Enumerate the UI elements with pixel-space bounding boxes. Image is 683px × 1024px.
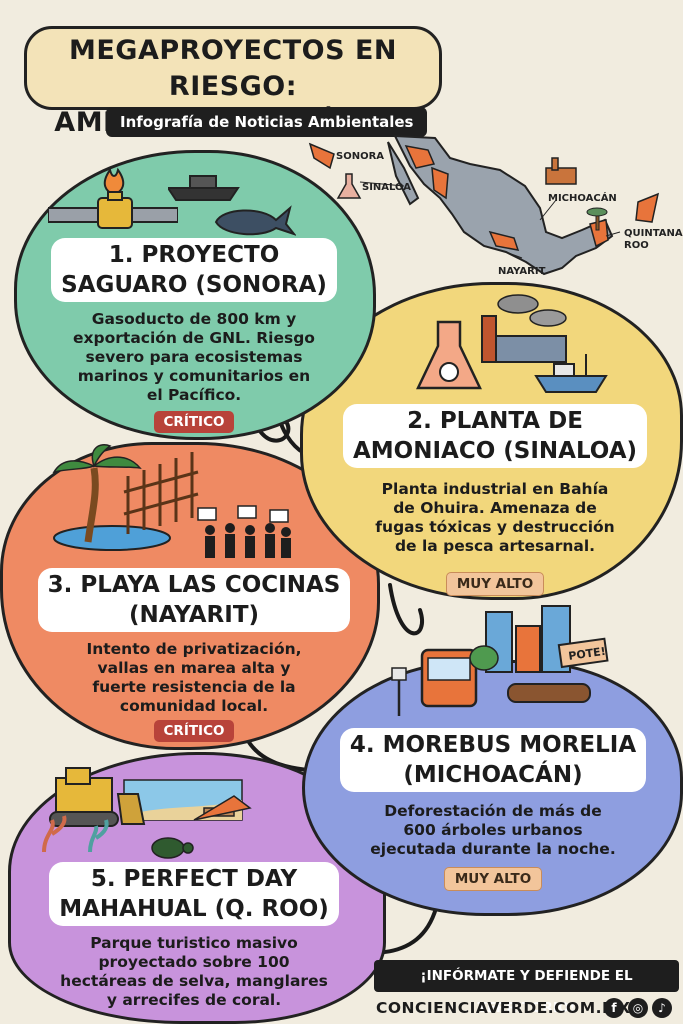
card1-title: 1. PROYECTO SAGUARO (SONORA) <box>51 238 337 302</box>
subtitle: Infografía de Noticias Ambientales <box>106 107 428 137</box>
card1-text-line: marinos y comunitarios en <box>77 367 311 385</box>
mexico-outline <box>393 134 614 276</box>
map-label-sinaloa: SINALOA <box>362 182 412 193</box>
card5-text-line: proyectado sobre 100 <box>98 953 290 971</box>
card2-title-line2: AMONIACO (SINALOA) <box>352 438 638 464</box>
card1-text-line: Gasoducto de 800 km y <box>91 310 297 328</box>
map-label-michoacan: MICHOACÁN <box>548 193 617 204</box>
card5-text-line: y arrecifes de coral. <box>106 991 282 1009</box>
palm-beach-icon <box>52 444 199 551</box>
ship-icon <box>168 175 240 201</box>
card4-title-line1: 4. MOREBUS MORELIA <box>349 732 637 758</box>
card2-title: 2. PLANTA DE AMONIACO (SINALOA) <box>342 404 648 468</box>
card3-text-line: fuerte resistencia de la <box>92 678 296 696</box>
card1-text: Gasoducto de 800 km y exportación de GNL… <box>18 310 370 405</box>
card3-risk-badge: CRÍTICO <box>153 720 235 742</box>
flask-icon <box>336 173 362 199</box>
bulldozer-reef-icon <box>42 767 252 853</box>
card2-text-line: de la pesca artesarnal. <box>394 537 596 555</box>
instagram-icon[interactable]: ◎ <box>628 998 648 1018</box>
card3-title-line1: 3. PLAYA LAS COCINAS <box>47 572 341 598</box>
card3-text-line: vallas en marea alta y <box>97 659 291 677</box>
factory-smoke-icon <box>481 294 567 363</box>
card1-content: 1. PROYECTO SAGUARO (SONORA) Gasoducto d… <box>18 238 370 433</box>
card2-text: Planta industrial en Bahía de Ohuira. Am… <box>330 480 660 556</box>
svg-text:POTE!: POTE! <box>568 645 607 663</box>
card1-text-line: severo para ecosistemas <box>85 348 303 366</box>
card1-risk-badge: CRÍTICO <box>153 411 235 433</box>
card2-text-line: fugas tóxicas y destrucción <box>375 518 615 536</box>
card4-title: 4. MOREBUS MORELIA (MICHOACÁN) <box>339 728 647 792</box>
card1-title-line2: SAGUARO (SONORA) <box>61 272 327 298</box>
card1-title-line1: 1. PROYECTO <box>108 242 280 268</box>
facebook-icon[interactable]: f <box>604 998 624 1018</box>
mexico-map <box>308 134 660 276</box>
card5-content: 5. PERFECT DAY MAHAHUAL (Q. ROO) Parque … <box>24 862 364 1010</box>
card2-title-line1: 2. PLANTA DE <box>407 408 583 434</box>
card3-text: Intento de privatización, vallas en mare… <box>24 640 364 716</box>
city-bus-icon: POTE! <box>391 605 609 716</box>
card3-title: 3. PLAYA LAS COCINAS (NAYARIT) <box>37 568 351 632</box>
map-label-quintana-roo: QUINTANA ROO <box>624 228 683 251</box>
sea-turtle-icon <box>151 837 194 859</box>
page-title-line1: MEGAPROYECTOS EN RIESGO: <box>68 35 397 102</box>
whale-icon <box>214 205 296 236</box>
protesters-icon <box>197 505 291 558</box>
card3-title-line2: (NAYARIT) <box>128 602 260 628</box>
title-box: MEGAPROYECTOS EN RIESGO: AMENAZAS EN MÉX… <box>24 26 442 138</box>
card2-text-line: Planta industrial en Bahía <box>381 480 609 498</box>
card5-title-line1: 5. PERFECT DAY <box>90 866 298 892</box>
card4-text: Deforestación de más de 600 árboles urba… <box>318 802 668 859</box>
card4-text-line: Deforestación de más de <box>384 802 602 820</box>
card1-text-line: exportación de GNL. Riesgo <box>73 329 315 347</box>
card3-content: 3. PLAYA LAS COCINAS (NAYARIT) Intento d… <box>24 568 364 742</box>
fishing-boat-icon <box>534 354 608 393</box>
card4-title-line2: (MICHOACÁN) <box>403 762 583 788</box>
card3-text-line: comunidad local. <box>119 697 269 715</box>
factory-icon <box>545 157 577 185</box>
card2-risk-badge: MUY ALTO <box>445 572 545 596</box>
card2-text-line: de Ohuira. Amenaza de <box>393 499 597 517</box>
card4-text-line: ejecutada durante la noche. <box>370 840 616 858</box>
card1-text-line: el Pacífico. <box>146 386 242 404</box>
card5-text-line: hectáreas de selva, manglares <box>60 972 328 990</box>
card5-text: Parque turistico masivo proyectado sobre… <box>24 934 364 1010</box>
card4-text-line: 600 árboles urbanos <box>403 821 583 839</box>
card5-title: 5. PERFECT DAY MAHAHUAL (Q. ROO) <box>49 862 339 926</box>
card5-title-line2: MAHAHUAL (Q. ROO) <box>59 896 329 922</box>
palm-icon <box>586 207 608 231</box>
chemical-flask-icon <box>416 320 482 390</box>
card2-content: 2. PLANTA DE AMONIACO (SINALOA) Planta i… <box>330 404 660 596</box>
gas-pipeline-icon <box>48 167 178 229</box>
card4-risk-badge: MUY ALTO <box>443 867 543 891</box>
call-to-action-banner: ¡INFÓRMATE Y DEFIENDE EL TERRITORIO! <box>374 960 679 1016</box>
card3-text-line: Intento de privatización, <box>86 640 302 658</box>
tiktok-icon[interactable]: ♪ <box>652 998 672 1018</box>
card5-text-line: Parque turistico masivo <box>90 934 298 952</box>
website-link[interactable]: CONCIENCIAVERDE.COM.MX <box>376 999 631 1017</box>
map-label-sonora: SONORA <box>336 151 385 162</box>
card4-content: 4. MOREBUS MORELIA (MICHOACÁN) Deforesta… <box>318 728 668 891</box>
map-label-nayarit: NAYARIT <box>498 266 546 277</box>
